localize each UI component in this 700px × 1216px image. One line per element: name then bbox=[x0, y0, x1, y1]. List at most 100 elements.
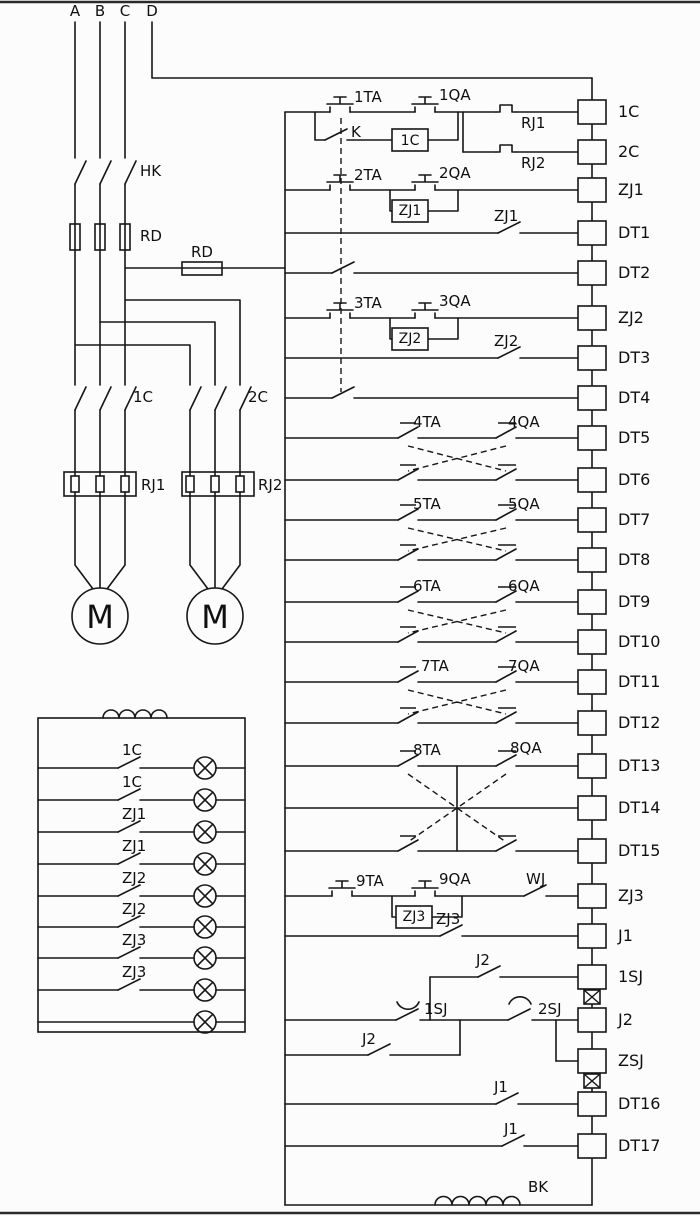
coil-label: 1SJ bbox=[618, 967, 643, 986]
contactor-1c-label: 1C bbox=[133, 388, 153, 406]
coil-label: DT11 bbox=[618, 672, 660, 691]
pushbutton-icons bbox=[326, 96, 439, 897]
contact-label-7qa: 7QA bbox=[508, 657, 540, 675]
lamp-contact-label: ZJ3 bbox=[122, 931, 146, 949]
lamp-contact-label: 1C bbox=[122, 741, 142, 759]
contact-label-7ta: 7TA bbox=[421, 657, 450, 675]
mechanical-link-dashes bbox=[340, 118, 507, 843]
overload-rj1-label: RJ1 bbox=[141, 476, 165, 494]
knife-switch-blades bbox=[74, 160, 137, 185]
contact-caps bbox=[400, 422, 516, 837]
lamp-contact-label: ZJ1 bbox=[122, 837, 146, 855]
contact-label-2qa: 2QA bbox=[439, 164, 471, 182]
overload-relay-rj2 bbox=[181, 471, 255, 497]
contact-label-5ta: 5TA bbox=[413, 495, 442, 513]
contact-label-k: K bbox=[351, 123, 362, 141]
thermal-contact-icons bbox=[495, 104, 517, 153]
coil-label: DT8 bbox=[618, 550, 650, 569]
lamp-contact-label: ZJ2 bbox=[122, 900, 146, 918]
coil-boxes bbox=[577, 99, 607, 1159]
contactor-2c-label: 2C bbox=[248, 388, 268, 406]
relay-box-1c-label: 1C bbox=[401, 133, 420, 149]
contact-label-zj1: ZJ1 bbox=[494, 207, 518, 225]
lamp-panel-frame bbox=[37, 717, 246, 1033]
contact-label-6ta: 6TA bbox=[413, 577, 442, 595]
phase-a-label: A bbox=[70, 2, 81, 20]
coil-label: DT6 bbox=[618, 470, 650, 489]
connector-box-icon bbox=[583, 989, 601, 1089]
coil-label: DT5 bbox=[618, 428, 650, 447]
contact-blades bbox=[324, 128, 547, 1147]
contact-label-j2-a: J2 bbox=[475, 951, 490, 969]
lamp-contact-label: ZJ2 bbox=[122, 869, 146, 887]
relay-box-zj1 bbox=[391, 199, 429, 223]
lamp-contact-label: ZJ3 bbox=[122, 963, 146, 981]
coil-label: DT13 bbox=[618, 756, 660, 775]
coil-label: ZJ1 bbox=[618, 180, 644, 199]
contact-label-8ta: 8TA bbox=[413, 741, 442, 759]
contact-label-rj1: RJ1 bbox=[521, 114, 545, 132]
lamp-panel: 1C 1C ZJ1 ZJ1 ZJ2 ZJ2 ZJ3 ZJ3 bbox=[37, 709, 246, 1034]
coil-label: DT2 bbox=[618, 263, 650, 282]
contact-label-6qa: 6QA bbox=[508, 577, 540, 595]
coil-label: DT7 bbox=[618, 510, 650, 529]
coil-label: DT17 bbox=[618, 1136, 660, 1155]
motor-2-label: M bbox=[201, 598, 229, 636]
contact-label-2sj: 2SJ bbox=[538, 1000, 562, 1018]
coil-label: DT12 bbox=[618, 713, 660, 732]
contact-label-4ta: 4TA bbox=[413, 413, 442, 431]
coil-label: DT3 bbox=[618, 348, 650, 367]
coil-label: J2 bbox=[617, 1010, 633, 1029]
coil-label: DT14 bbox=[618, 798, 660, 817]
lamp-contact-label: ZJ1 bbox=[122, 805, 146, 823]
lamp-row-wires bbox=[37, 767, 246, 1023]
overload-relay-rj1 bbox=[63, 471, 137, 497]
phase-b-label: B bbox=[95, 2, 105, 20]
contact-label-4qa: 4QA bbox=[508, 413, 540, 431]
contact-label-zj2: ZJ2 bbox=[494, 332, 518, 350]
phase-c-label: C bbox=[120, 2, 130, 20]
knife-switch-label: HK bbox=[140, 162, 162, 180]
fuse-icon bbox=[69, 223, 223, 276]
relay-box-zj2 bbox=[391, 327, 429, 351]
coil-label: 2C bbox=[618, 142, 639, 161]
contact-label-j2-b: J2 bbox=[361, 1030, 376, 1048]
coil-label: ZJ3 bbox=[618, 886, 644, 905]
contactor-blades bbox=[74, 386, 252, 411]
main-fuse-label: RD bbox=[140, 227, 162, 245]
control-ladder: 1TA 1QA K 1C RJ1 RJ2 2TA 2QA ZJ1 ZJ1 3TA… bbox=[284, 77, 660, 1206]
relay-box-zj3-label: ZJ3 bbox=[403, 909, 426, 925]
coil-label: J1 bbox=[617, 926, 633, 945]
coil-label: ZJ2 bbox=[618, 308, 644, 327]
lamp-contact-label: 1C bbox=[122, 773, 142, 791]
lamp-icons bbox=[193, 756, 217, 1034]
contact-label-zj3: ZJ3 bbox=[436, 910, 460, 928]
relay-box-zj2-label: ZJ2 bbox=[399, 331, 422, 347]
phase-d-label: D bbox=[146, 2, 158, 20]
motor-2-icon bbox=[186, 587, 244, 645]
coil-label: DT16 bbox=[618, 1094, 660, 1113]
coil-label: DT4 bbox=[618, 388, 650, 407]
transformer-label: BK bbox=[528, 1178, 549, 1196]
control-fuse-label: RD bbox=[191, 243, 213, 261]
contact-label-9ta: 9TA bbox=[356, 872, 385, 890]
contact-label-1sj: 1SJ bbox=[424, 1000, 448, 1018]
contact-label-5qa: 5QA bbox=[508, 495, 540, 513]
time-delay-contact-icons bbox=[395, 996, 532, 1021]
ladder-row-wires bbox=[284, 111, 593, 1206]
relay-box-zj3 bbox=[395, 905, 433, 929]
contact-label-wj: WJ bbox=[526, 870, 545, 888]
ballast-coil-icon bbox=[102, 709, 168, 719]
coil-label: 1C bbox=[618, 102, 639, 121]
contact-label-j1-a: J1 bbox=[493, 1078, 508, 1096]
contact-label-2ta: 2TA bbox=[354, 166, 383, 184]
contact-label-j1-b: J1 bbox=[503, 1120, 518, 1138]
contact-label-1qa: 1QA bbox=[439, 86, 471, 104]
motor-1-icon bbox=[71, 587, 129, 645]
power-section: A B C D HK RD RD 1C 2C RJ1 RJ2 bbox=[63, 2, 593, 590]
coil-label: DT1 bbox=[618, 223, 650, 242]
coil-label: DT9 bbox=[618, 592, 650, 611]
